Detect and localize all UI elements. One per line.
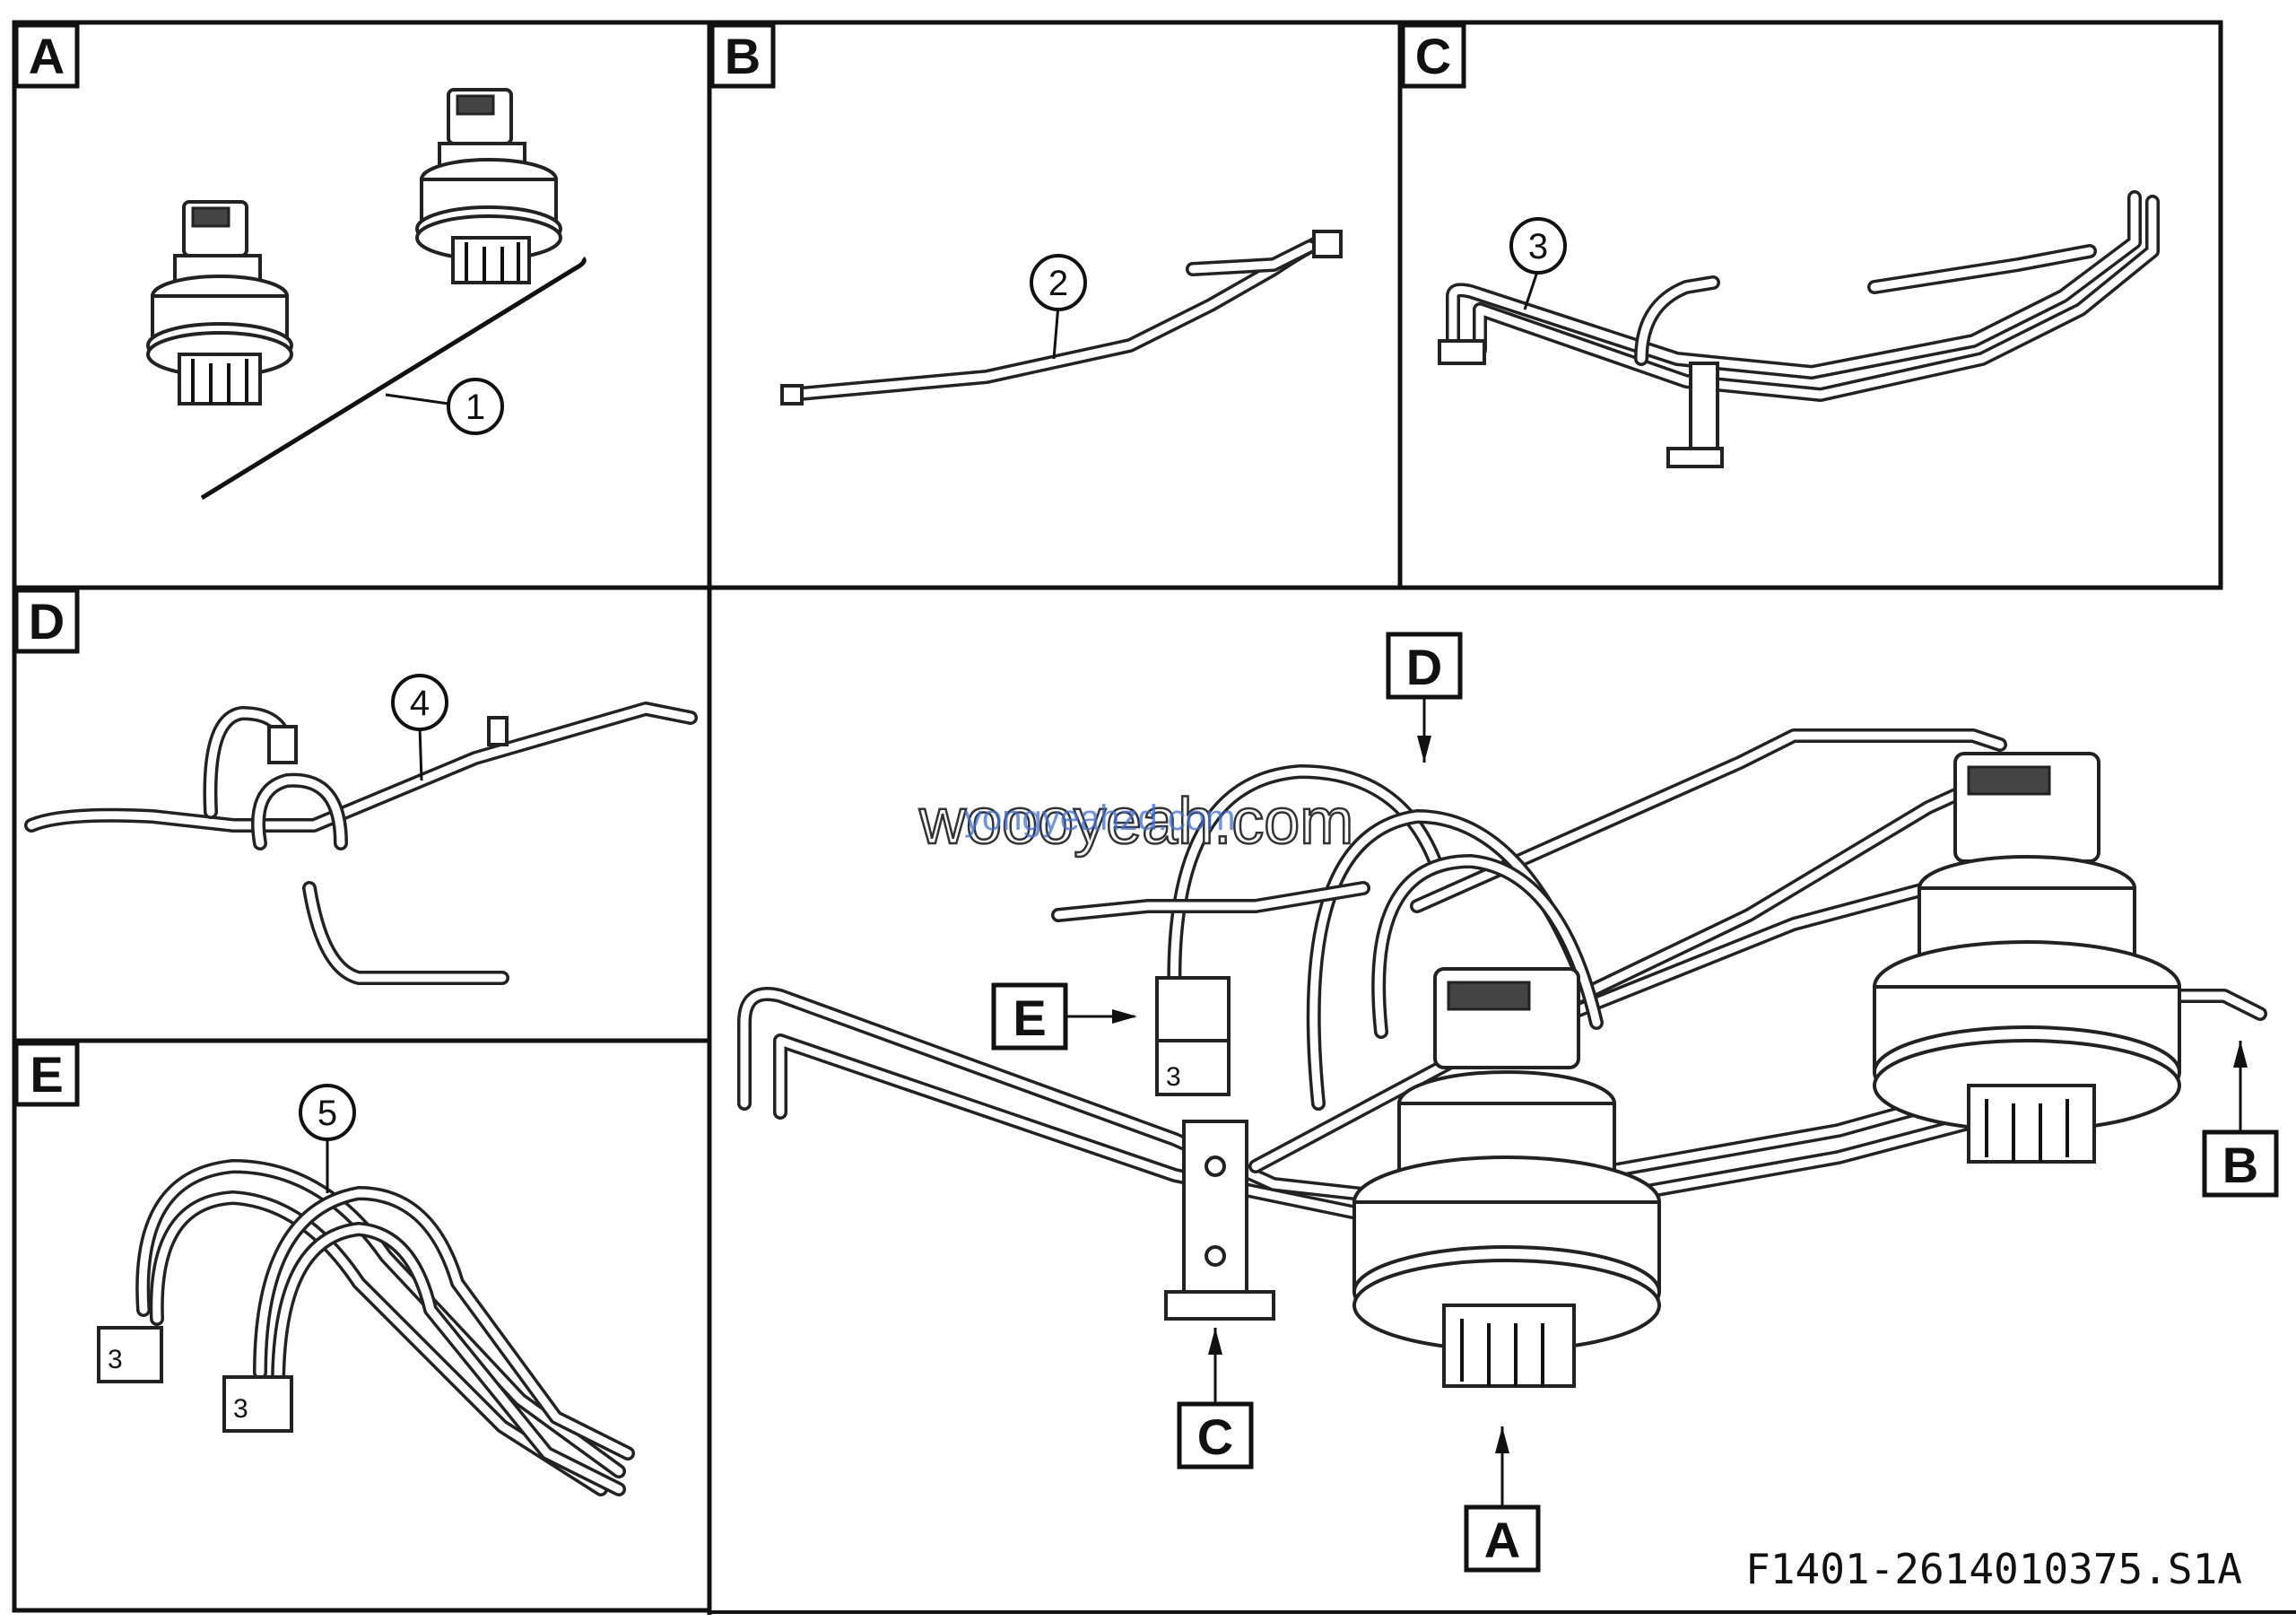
watermark: woooyeah.com yongyeahzd.com xyxy=(918,785,1355,859)
callout-4: 4 xyxy=(391,674,448,731)
svg-text:1: 1 xyxy=(465,388,485,427)
svg-text:woooyeah.com: woooyeah.com xyxy=(918,786,1353,858)
mounting-bracket xyxy=(1164,1120,1275,1321)
svg-text:B: B xyxy=(2222,1137,2258,1193)
callout-3: 3 xyxy=(1509,217,1567,275)
svg-text:yongyeahzd.com: yongyeahzd.com xyxy=(964,798,1235,838)
overview-valve-block: 3 xyxy=(1155,976,1231,1096)
svg-text:D: D xyxy=(1406,639,1442,695)
center-travel-motor xyxy=(1352,967,1661,1388)
panel-b-drawing: 2 xyxy=(780,230,1343,406)
svg-text:3: 3 xyxy=(1528,227,1548,266)
panel-a-drawing: 1 xyxy=(146,88,587,501)
svg-text:3: 3 xyxy=(233,1394,248,1424)
panel-b-tag: B xyxy=(709,22,776,89)
svg-text:3: 3 xyxy=(108,1345,123,1374)
panel-e-drawing: 3 3 5 xyxy=(97,1084,635,1496)
panel-a-frame xyxy=(12,20,712,590)
line-item-1 xyxy=(200,257,587,501)
overview-drawing: 3 xyxy=(737,728,2267,1388)
travel-motor-left xyxy=(146,200,293,406)
overview-tag-c: C xyxy=(1177,1328,1254,1469)
svg-text:B: B xyxy=(725,28,761,84)
panel-c-frame xyxy=(1397,20,2223,590)
callout-5: 5 xyxy=(299,1084,356,1141)
svg-text:E: E xyxy=(30,1046,63,1103)
svg-text:A: A xyxy=(1484,1512,1520,1568)
overview-tag-e: E xyxy=(991,982,1137,1051)
panel-d-tag: D xyxy=(13,588,80,654)
panel-d-drawing: 4 xyxy=(24,674,698,985)
panel-e-tag: E xyxy=(13,1041,80,1107)
svg-text:C: C xyxy=(1415,28,1451,84)
svg-text:2: 2 xyxy=(1048,264,1068,303)
overview-tag-b: B xyxy=(2202,1041,2279,1198)
figure-code: F1401-2614010375.S1A xyxy=(1745,1545,2242,1593)
panel-c-drawing: 3 xyxy=(1438,190,2160,468)
overview-tag-a: A xyxy=(1464,1426,1541,1573)
panel-e-frame xyxy=(12,1038,712,1613)
svg-text:4: 4 xyxy=(410,684,430,723)
right-travel-motor xyxy=(1873,752,2181,1164)
callout-1: 1 xyxy=(447,378,504,435)
travel-motor-right xyxy=(415,88,562,284)
svg-text:C: C xyxy=(1197,1408,1233,1465)
panel-c-tag: C xyxy=(1400,22,1466,89)
panel-a-tag: A xyxy=(13,22,80,89)
callout-2: 2 xyxy=(1030,254,1087,311)
svg-text:5: 5 xyxy=(317,1094,337,1133)
svg-text:3: 3 xyxy=(1166,1062,1181,1092)
svg-text:A: A xyxy=(29,28,65,84)
svg-text:D: D xyxy=(29,593,65,650)
svg-text:E: E xyxy=(1013,990,1046,1046)
overview-tag-d: D xyxy=(1386,632,1463,763)
